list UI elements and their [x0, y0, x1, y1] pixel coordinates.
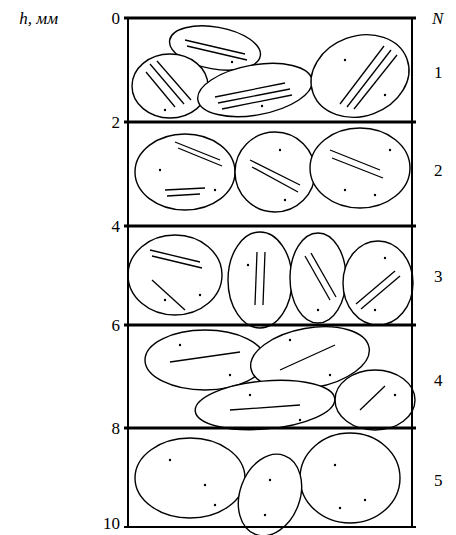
axis-title: h, мм — [19, 10, 58, 27]
depth-tick: 4 — [112, 218, 121, 235]
depth-tick: 8 — [112, 420, 121, 437]
layer-number: 5 — [434, 472, 443, 489]
axis-title: N — [432, 10, 443, 27]
depth-tick: 10 — [103, 515, 120, 532]
layer-number: 4 — [434, 372, 443, 389]
layer-number: 3 — [434, 268, 443, 285]
depth-tick: 2 — [112, 114, 121, 131]
layer-number: 2 — [434, 162, 443, 179]
layer-number: 1 — [434, 64, 443, 81]
depth-tick: 0 — [112, 10, 121, 27]
depth-tick: 6 — [112, 317, 121, 334]
